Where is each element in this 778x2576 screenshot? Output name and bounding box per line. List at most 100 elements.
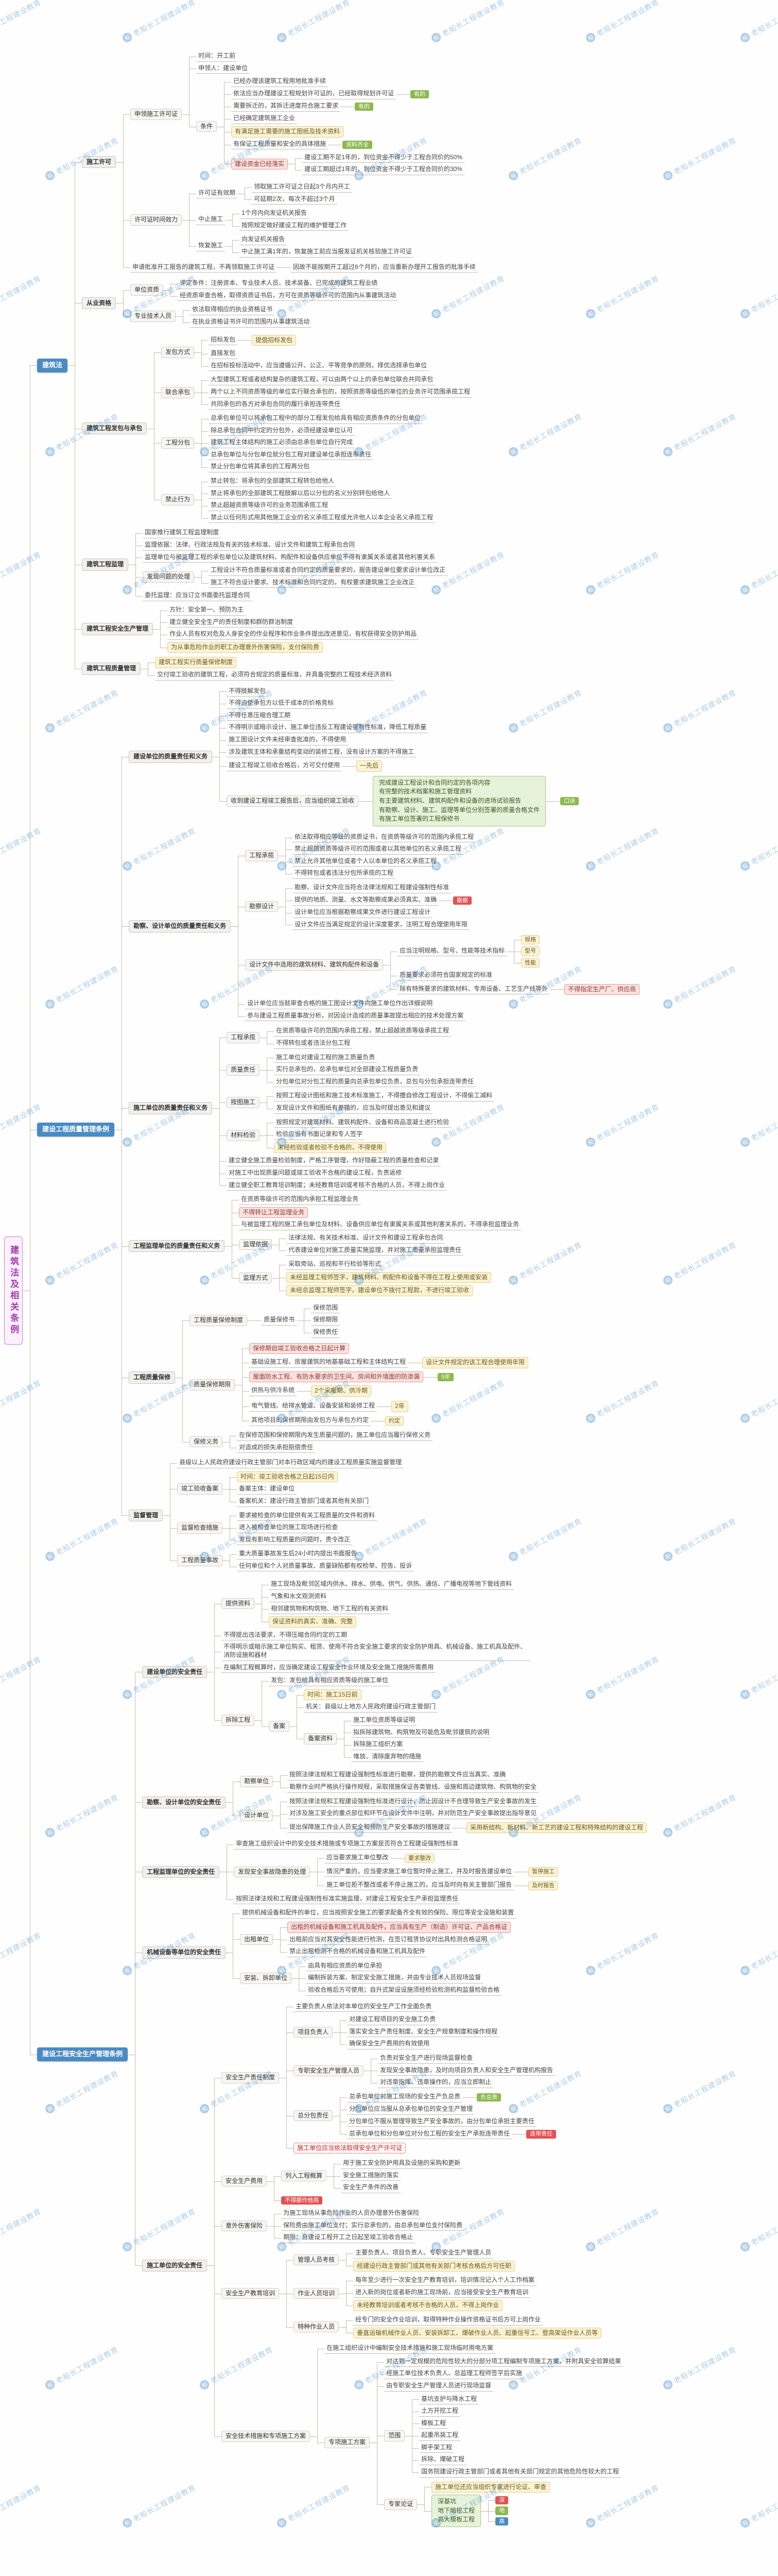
node-label[interactable]: 因故不能按期开工超过6个月的，应当重新办理开工报告的批准手续 [291,263,478,273]
node-label[interactable]: 作业人员培训 [293,2287,339,2299]
node-label[interactable]: 对涉及施工安全的重点部位和环节在设计文件中注明，并对防范生产安全事故提出指导意见 [287,1809,539,1819]
node-label[interactable]: 提出保障施工作业人员安全和预防生产安全事故的措施建议 [287,1823,453,1833]
node-label[interactable]: 中止施工满1年的，恢复施工前应当报发证机关核验施工许可证 [239,247,414,258]
tag-label[interactable]: 连带责任 [526,2130,557,2139]
node-label[interactable]: 采取旁站、巡视和平行检验等形式 [286,1260,384,1270]
node-label[interactable]: 建筑工程主体结构的施工必须由总承包单位自行完成 [209,438,355,448]
node-label[interactable]: 恢复施工 [196,241,226,251]
branch-topic[interactable]: 施工单位的安全责任 [142,2259,208,2272]
node-label[interactable]: 安装、拆卸单位 [240,1973,292,1984]
node-label[interactable]: 意外伤害保险 [221,2220,267,2232]
node-label[interactable]: 施工单位资质等级证明 [351,1716,418,1726]
node-label[interactable]: 需要拆迁的，其拆迁进度符合施工要求 [231,101,341,112]
node-label[interactable]: 发包方式 [161,347,195,358]
node-label[interactable]: 落实安全生产责任制度、安全生产规章制度和操作规程 [347,2027,500,2038]
node-label[interactable]: 重大质量事故发生后24小时内提出书面报告 [237,1549,359,1560]
node-label[interactable]: 提倡招标发包 [252,334,297,346]
node-label[interactable]: 出租的机械设备和施工机具及配件，应当具有生产（制造）许可证、产品合格证 [287,1922,511,1933]
node-label[interactable]: 质量要求必须符合国家规定的标准 [397,971,495,981]
node-label[interactable]: 分包单位应当服从总承包单位的安全生产管理 [347,2105,475,2115]
node-label[interactable]: 建设工期不足1年的，到位资金不得少于工程合同价的50% [302,153,464,163]
node-label[interactable]: 勘察作业时严格执行操作规程，采取措施保证各类管线、设施和周边建筑物、构筑物的安全 [287,1783,539,1793]
node-label[interactable]: 专家论证 [384,2499,418,2510]
node-label[interactable]: 发现安全事故隐患，及时向项目负责人和安全生产管理机构报告 [378,2066,556,2076]
node-label[interactable]: 设计文件应当满足规定的设计深度要求，注明工程合理使用年限 [292,920,470,930]
node-label[interactable]: 任何单位和个人对质量事故、质量缺陷都有权检举、控告、投诉 [237,1562,414,1572]
node-label[interactable]: 施工不符合设计要求、技术标准和合同约定的，有权要求建筑施工企业改正 [209,578,417,588]
node-label[interactable]: 基础设施工程、房屋建筑的地基基础工程和主体结构工程 [249,1358,408,1368]
node-label[interactable]: 施工单位应当依法取得安全生产许可证 [293,2142,406,2154]
node-label[interactable]: 可延期2次，每次不超过3个月 [252,195,337,205]
node-label[interactable]: 在资质等级许可的范围内承担工程监理业务 [239,1195,361,1205]
node-label[interactable]: 气象和水文观测资料 [269,1592,329,1602]
node-label[interactable]: 勘察设计 [245,901,279,912]
node-label[interactable]: 不得转包或者违法分包工程 [274,1039,353,1049]
node-label[interactable]: 经专门的安全作业培训，取得特种作业操作资格证书后方可上岗作业 [353,2315,543,2326]
node-label[interactable]: 备案资料 [304,1733,337,1744]
node-label[interactable]: 不得提出违法要求，不得压缩合同约定的工期 [221,1631,350,1641]
node-label[interactable]: 招标发包 [209,335,238,346]
node-label[interactable]: 单位资质 [130,284,164,296]
tag-label[interactable]: 5年 [438,1372,454,1381]
node-label[interactable]: 检验应当有书面记录和专人签字 [274,1130,365,1140]
node-label[interactable]: 监理依据 [239,1239,272,1250]
node-label[interactable]: 总承包单位对施工现场的安全生产负总责 [347,2092,463,2103]
node-label[interactable]: 范围 [384,2430,405,2442]
node-label[interactable]: 发现有影响工程质量的问题时，责令改正 [237,1535,353,1546]
node-label[interactable]: 应当要求施工单位整改 [324,1853,391,1863]
branch-topic[interactable]: 工程监理单位的安全责任 [142,1866,220,1878]
branch-topic[interactable]: 建筑工程安全生产管理 [82,623,153,635]
tag-label[interactable]: 规格 [521,935,540,945]
node-label[interactable]: 禁止超越资质等级许可的范围或者以其他单位的名义承揽工程 [292,844,464,855]
node-label[interactable]: 有满足施工需要的施工图纸及技术资料 [231,126,344,138]
node-label[interactable]: 禁止行为 [161,494,195,506]
main-branch-topic[interactable]: 建筑法 [37,358,68,372]
node-label[interactable]: 按照法律法规和工程建设强制性标准进行设计，防止因设计不合理导致生产安全事故的发生 [287,1797,539,1807]
node-label[interactable]: 不得迫使承包方以低于成本的价格竞标 [227,699,336,709]
node-label[interactable]: 要求被检查的单位提供有关工程质量的文件和资料 [237,1511,377,1521]
node-label[interactable]: 对施工中出现质量问题或竣工验收不合格的建设工程，负责返修 [227,1168,404,1179]
node-label[interactable]: 勘察单位 [240,1776,273,1787]
node-label[interactable]: 管理人员考核 [293,2254,339,2266]
node-label[interactable]: 施工图设计文件未经审查批准的，不得使用 [227,735,349,745]
node-label[interactable]: 监理单位与被监理工程的承包单位以及建筑材料、构配件和设备供应单位不得有隶属关系或… [143,553,438,563]
node-label[interactable]: 出租前应当对其安全性能进行检测，在签订租赁协议时出具检测合格证明 [287,1935,490,1945]
node-label[interactable]: 直接发包 [209,349,238,359]
branch-topic[interactable]: 建筑工程发包与承包 [82,422,147,435]
node-label[interactable]: 经施工单位技术负责人、总监理工程师签字后实施 [384,2369,525,2379]
node-label[interactable]: 在编制工程概算时，应当确定建设工程安全作业环境及安全施工措施所需费用 [221,1663,436,1673]
node-label[interactable]: 不得指定生产厂、供应商 [564,984,640,995]
node-label[interactable]: 备案机关：建设行政主管部门或者其他有关部门 [237,1497,371,1507]
branch-topic[interactable]: 机械设备等单位的安全责任 [142,1946,226,1959]
node-label[interactable]: 专业技术人员 [130,311,176,322]
node-label[interactable]: 模板工程 [419,2419,448,2429]
node-label[interactable]: 质量保修书 [262,1315,297,1326]
node-label[interactable]: 保修范围 [311,1303,340,1314]
node-label[interactable]: 负责对安全生产进行现场监督检查 [378,2054,475,2064]
main-branch-topic[interactable]: 建设工程质量管理条例 [37,1123,115,1137]
branch-topic[interactable]: 施工许可 [82,156,116,168]
node-label[interactable]: 用于施工安全防护用具及设施的采购和更新 [341,2159,463,2169]
node-label[interactable]: 建设资金已经落实 [231,158,288,170]
tag-label[interactable]: 及时报告 [528,1880,559,1890]
node-label[interactable]: 工程承揽 [227,1032,260,1043]
node-label[interactable]: 主要负责人依法对本单位的安全生产工作全面负责 [293,2002,434,2012]
node-label[interactable]: 设计单位 [240,1810,273,1821]
node-label[interactable]: 国家推行建筑工程监理制度 [143,528,221,539]
node-label[interactable]: 国务院建设行政主管部门或者其他有关部门规定的其他危险性较大的工程 [419,2467,621,2478]
node-label[interactable]: 对建设工程项目的安全施工负责 [347,2015,438,2025]
node-label[interactable]: 在施工组织设计中编制安全技术措施和施工现场临时用电方案 [324,2344,496,2354]
node-label[interactable]: 工程设计不符合质量标准或者合同约定的质量要求的，报告建设单位要求设计单位改正 [209,566,448,576]
node-label[interactable]: 申领人：建设单位 [196,64,250,74]
node-label[interactable]: 出租单位 [240,1934,273,1945]
node-label[interactable]: 不得任意压缩合理工期 [227,711,293,721]
node-label[interactable]: 评定条件：注册资本、专业技术人员、技术装备、已完成的建筑工程业绩 [178,279,380,289]
node-label[interactable]: 采用新结构、新材料、新工艺的建设工程和特殊结构的建设工程 [466,1822,647,1834]
node-label[interactable]: 工程分包 [161,437,195,449]
node-label[interactable]: 有保证工程质量和安全的具体措施 [231,140,329,150]
node-label[interactable]: 相邻建筑物和构筑物、地下工程的有关资料 [269,1604,391,1615]
node-label[interactable]: 质量责任 [227,1064,260,1076]
node-label[interactable]: 经资质审查合格，取得资质证书后，方可在资质等级许可的范围内从事建筑活动 [178,291,399,301]
node-label[interactable]: 设计单位应当就审查合格的施工图设计文件向施工单位作出详细说明 [245,999,435,1009]
node-label[interactable]: 不得转让工程监理业务 [239,1207,308,1218]
